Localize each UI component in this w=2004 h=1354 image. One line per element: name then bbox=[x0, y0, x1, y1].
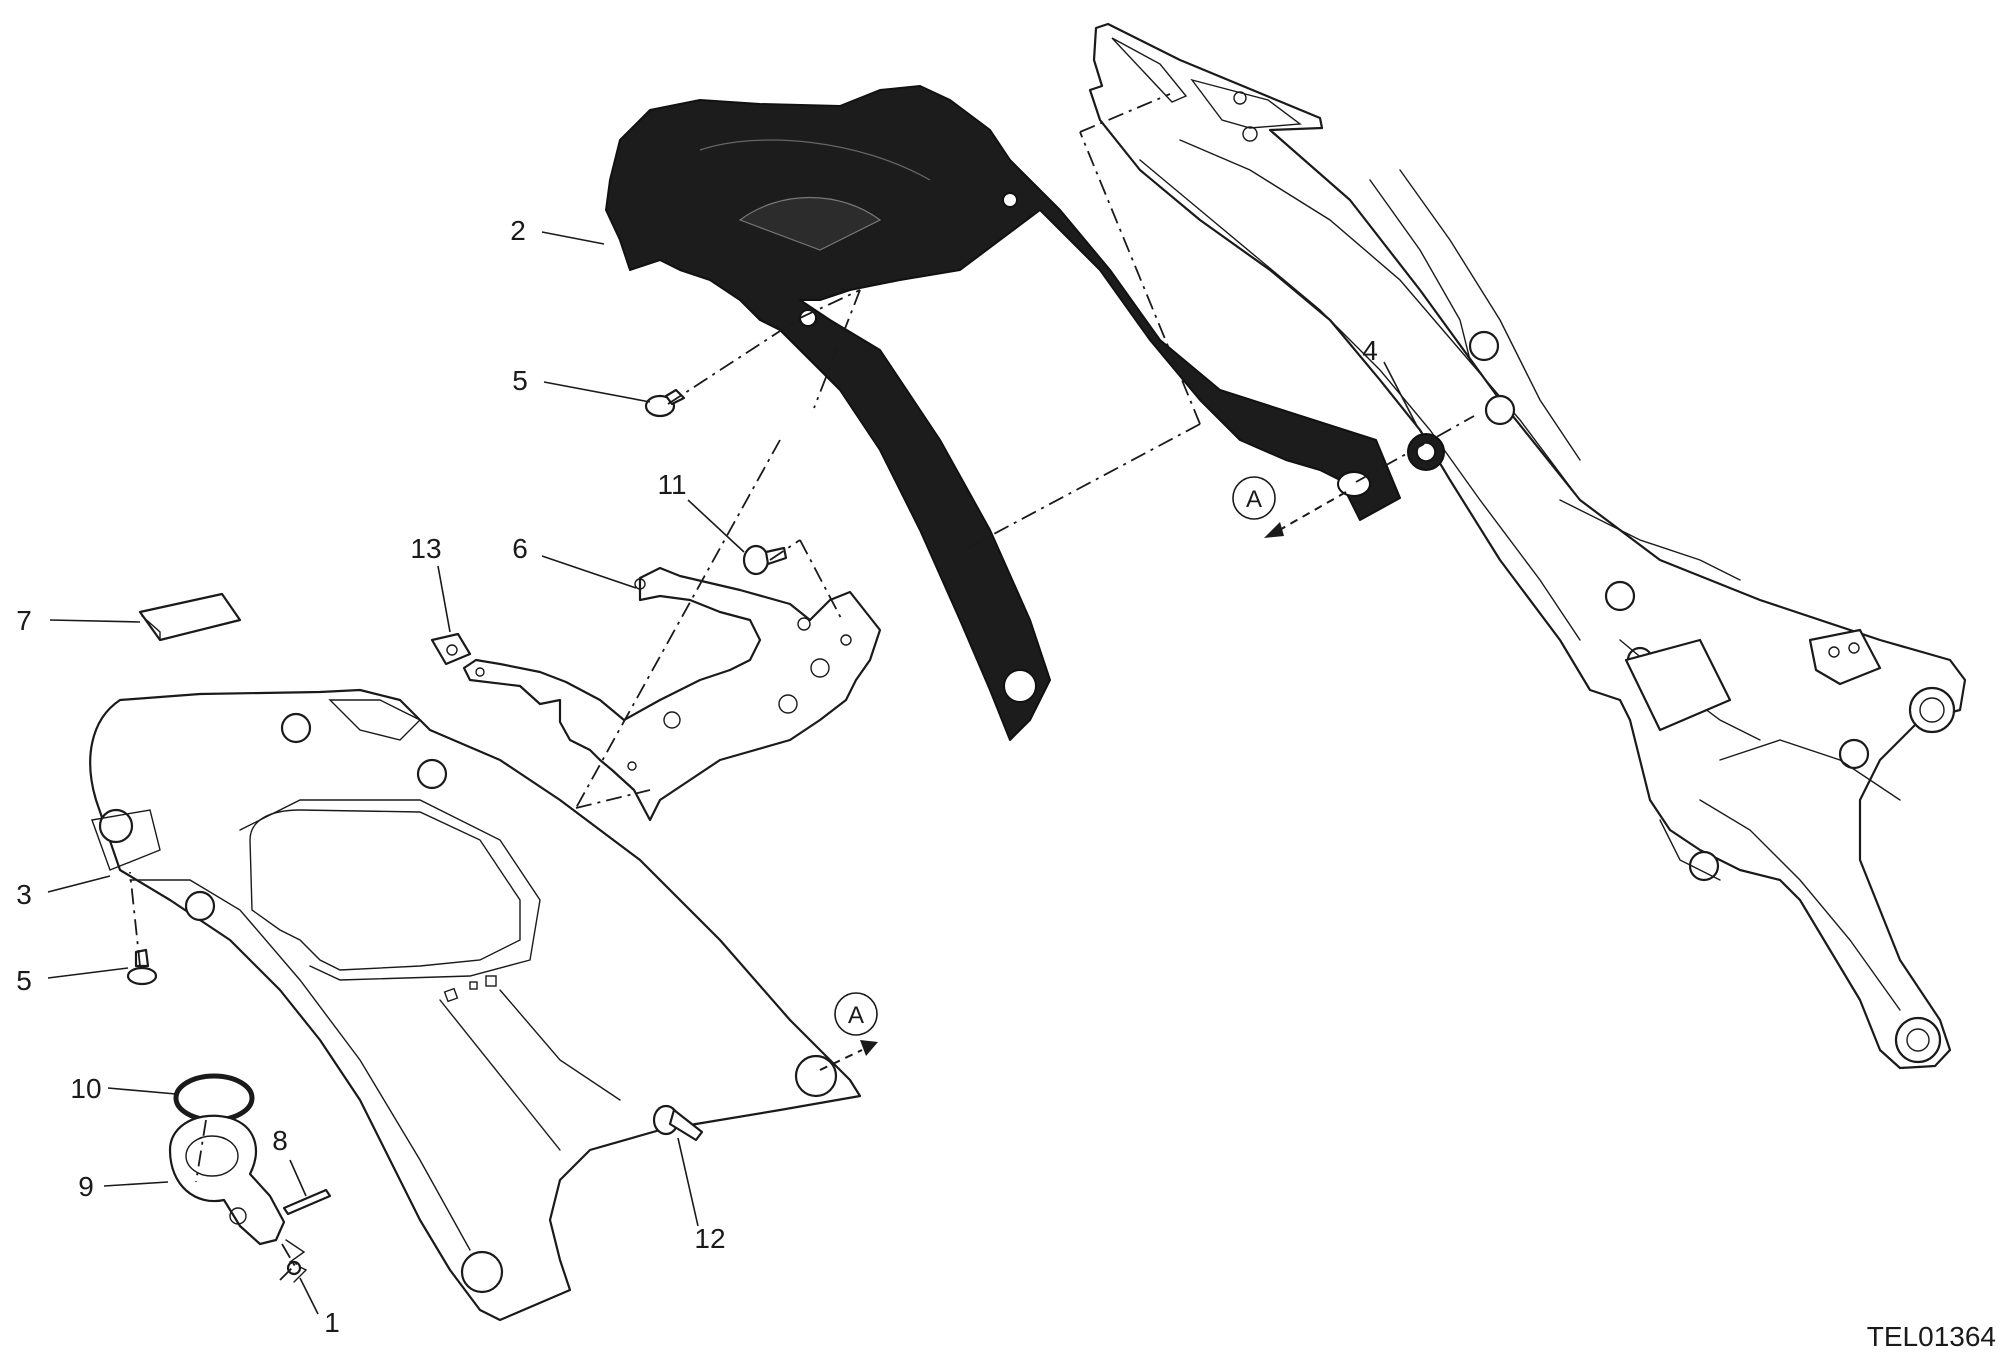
callout-10: 10 bbox=[70, 1073, 101, 1104]
callout-9: 9 bbox=[78, 1171, 94, 1202]
callout-numbers: 2 5 4 11 6 13 7 3 5 10 9 8 1 12 bbox=[16, 215, 1378, 1338]
callout-12: 12 bbox=[694, 1223, 725, 1254]
part-6-support-bracket bbox=[462, 566, 882, 822]
assembly-lines bbox=[129, 93, 1475, 1281]
callout-4: 4 bbox=[1362, 335, 1378, 366]
part-3-rear-undertray bbox=[89, 688, 862, 1322]
part-4-grommet bbox=[1407, 433, 1445, 471]
part-8-pin bbox=[282, 1188, 332, 1216]
drawing-code: TEL01364 bbox=[1867, 1321, 1996, 1352]
reference-label-upper: A bbox=[1246, 486, 1262, 513]
part-9-lock-ring bbox=[168, 1114, 286, 1246]
callout-6: 6 bbox=[512, 533, 528, 564]
callout-2: 2 bbox=[510, 215, 526, 246]
callout-13: 13 bbox=[410, 533, 441, 564]
part-5-screw-upper bbox=[644, 388, 686, 418]
part-5-screw-lower bbox=[126, 948, 158, 986]
callout-5-upper: 5 bbox=[512, 365, 528, 396]
leader-lines bbox=[47, 231, 1419, 1315]
part-10-o-ring bbox=[173, 1073, 255, 1123]
part-12-screw bbox=[652, 1104, 704, 1142]
part-13-clip-nut bbox=[430, 632, 472, 666]
part-1-spring-clip bbox=[285, 1239, 308, 1283]
reference-marker-lower: A bbox=[834, 992, 878, 1036]
part-11-screw bbox=[742, 544, 788, 576]
callout-3: 3 bbox=[16, 879, 32, 910]
callout-11: 11 bbox=[657, 469, 686, 500]
callout-7: 7 bbox=[16, 605, 32, 636]
part-7-pad bbox=[138, 592, 242, 642]
part-2-tail-cover bbox=[605, 85, 1401, 741]
callout-5-lower: 5 bbox=[16, 965, 32, 996]
reference-arrow-upper bbox=[1264, 491, 1347, 538]
rear-subframe bbox=[1088, 22, 1967, 1070]
reference-label-lower: A bbox=[848, 1002, 864, 1029]
callout-1: 1 bbox=[324, 1307, 340, 1338]
callout-8: 8 bbox=[272, 1125, 288, 1156]
reference-arrow-lower bbox=[819, 1040, 878, 1071]
reference-marker-upper: A bbox=[1232, 476, 1276, 520]
